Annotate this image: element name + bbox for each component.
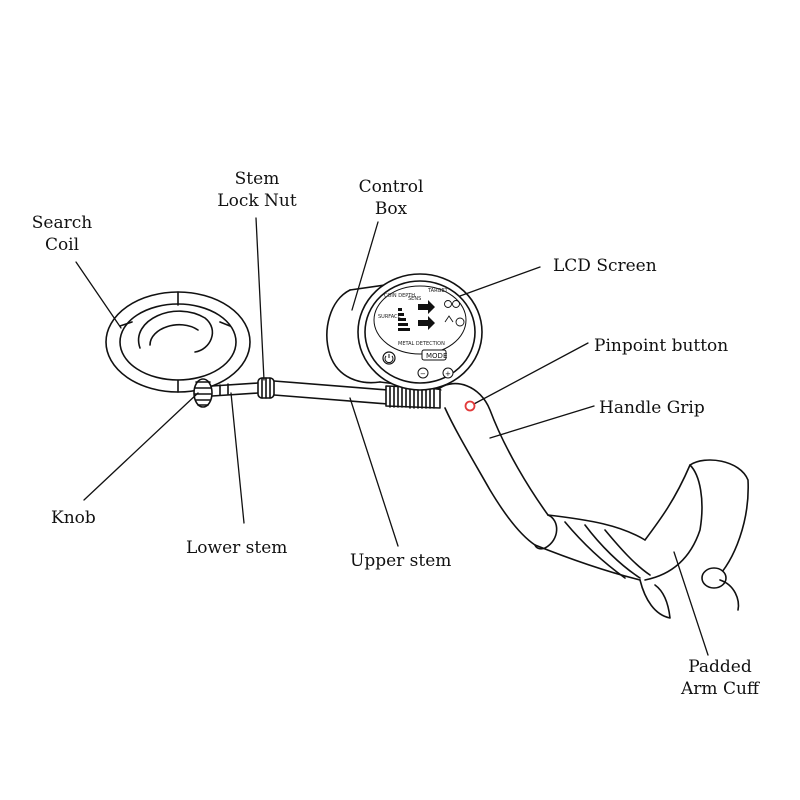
lcd-depth-bars bbox=[398, 308, 410, 331]
label-padded-arm-cuff-line1: Padded bbox=[688, 657, 752, 677]
label-pinpoint-button: Pinpoint button bbox=[594, 336, 729, 356]
label-padded-arm-cuff-line2: Arm Cuff bbox=[681, 679, 759, 699]
label-stem-lock-nut-line2: Lock Nut bbox=[217, 191, 297, 211]
lcd-header-mid: SENS bbox=[408, 296, 421, 302]
label-lower-stem: Lower stem bbox=[186, 538, 288, 558]
power-button[interactable] bbox=[382, 351, 396, 365]
stem-lock-nut bbox=[257, 377, 275, 399]
lcd-screen: COIN DEPTH SENS TARGET SURFACE METAL DET… bbox=[373, 285, 467, 355]
lcd-header-left: COIN DEPTH bbox=[384, 293, 415, 299]
arrow-right-icon bbox=[418, 300, 435, 330]
padded-arm-cuff bbox=[534, 459, 749, 619]
leader-lines bbox=[75, 217, 709, 656]
lcd-surface-label: SURFACE bbox=[378, 314, 401, 320]
minus-button-label: − bbox=[420, 370, 426, 378]
lcd-header-right: TARGET bbox=[427, 288, 449, 294]
mode-button[interactable]: MODE bbox=[421, 349, 447, 361]
label-padded-arm-cuff: Padded Arm Cuff bbox=[674, 656, 766, 700]
label-search-coil-line2: Coil bbox=[44, 235, 80, 255]
knob bbox=[193, 378, 213, 408]
label-control-box-line2: Box bbox=[374, 199, 408, 219]
plus-button[interactable]: + bbox=[442, 367, 454, 379]
label-handle-grip: Handle Grip bbox=[599, 398, 705, 418]
plus-button-label: + bbox=[445, 370, 451, 378]
label-stem-lock-nut-line1: Stem bbox=[234, 169, 280, 189]
label-control-box: Control Box bbox=[355, 176, 427, 220]
search-coil bbox=[105, 291, 251, 393]
label-stem-lock-nut: Stem Lock Nut bbox=[212, 168, 302, 212]
label-search-coil: Search Coil bbox=[30, 212, 94, 256]
label-lcd-screen: LCD Screen bbox=[553, 256, 657, 276]
upper-stem bbox=[273, 380, 389, 405]
label-control-box-line1: Control bbox=[358, 177, 424, 197]
lower-stem bbox=[211, 382, 259, 397]
label-upper-stem: Upper stem bbox=[350, 551, 452, 571]
target-icons bbox=[444, 300, 465, 327]
lcd-metal-detection: METAL DETECTION bbox=[398, 341, 445, 347]
mode-button-label: MODE bbox=[426, 352, 447, 360]
pinpoint-button[interactable] bbox=[464, 400, 476, 412]
label-search-coil-line1: Search bbox=[31, 213, 93, 233]
minus-button[interactable]: − bbox=[417, 367, 429, 379]
handle-grip bbox=[439, 382, 558, 550]
label-knob: Knob bbox=[51, 508, 96, 528]
